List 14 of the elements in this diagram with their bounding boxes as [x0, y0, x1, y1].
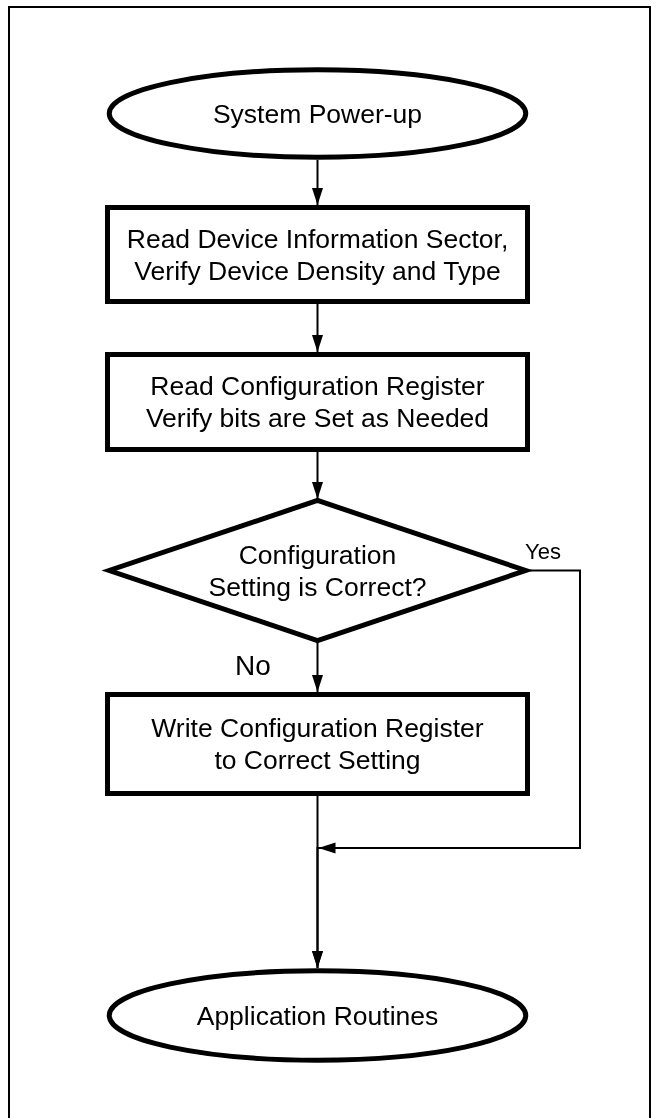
- arrow: [312, 303, 323, 353]
- process-box: [105, 352, 530, 452]
- arrow: [312, 451, 323, 500]
- process-box: [105, 205, 530, 304]
- arrow: [312, 569, 581, 969]
- arrow: [312, 641, 323, 693]
- node-text: Write Configuration Register to Correct Setting: [150, 712, 485, 776]
- node-text: Read Device Information Sector, Verify Device Density and Type: [125, 222, 510, 287]
- arrow: [312, 159, 323, 206]
- process-box: [105, 692, 530, 796]
- node-text: Application Routines: [196, 999, 439, 1032]
- node-text: Read Configuration Register Verify bits are Set as Needed: [144, 370, 491, 434]
- node-text: System Power-up: [212, 97, 423, 130]
- node-text: Configuration Setting is Correct?: [207, 538, 428, 603]
